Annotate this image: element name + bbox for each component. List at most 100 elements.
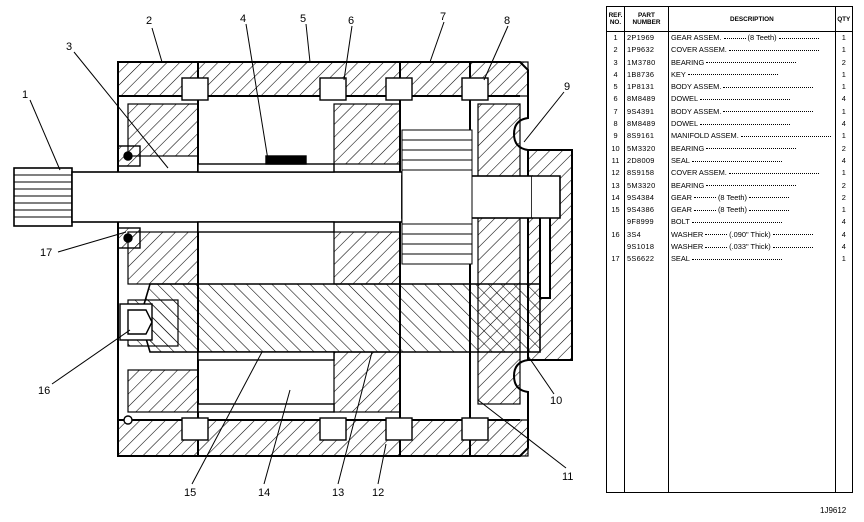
cell-qty: 4 [834, 93, 853, 106]
cell-qty: 4 [834, 118, 853, 131]
header-description: DESCRIPTION [668, 6, 836, 32]
description-text: COVER ASSEM. [671, 168, 727, 178]
description-text: GEAR [671, 205, 692, 215]
cell-qty: 2 [834, 179, 853, 192]
callout-17: 17 [40, 247, 52, 259]
description-note: (8 Teeth) [717, 205, 747, 215]
cell-part-number: 8M8489 [624, 93, 669, 106]
leader-lines [29, 21, 567, 485]
drive-shaft [13, 167, 561, 227]
cell-ref-no: 16 [606, 228, 625, 242]
table-header-row: REF. NO. PART NUMBER DESCRIPTION QTY [606, 6, 853, 32]
description-text: BODY ASSEM. [671, 82, 722, 92]
callout-10: 10 [550, 395, 562, 407]
callout-9: 9 [564, 81, 570, 93]
dowels [181, 77, 489, 441]
cell-ref-no: 10 [606, 142, 625, 155]
callout-3: 3 [66, 41, 72, 53]
cell-qty: 2 [834, 142, 853, 155]
description-text: WASHER [671, 242, 704, 252]
cell-ref-no [606, 216, 625, 229]
empty-cell [624, 265, 669, 493]
cell-ref-no: 6 [606, 93, 625, 106]
cell-qty: 1 [834, 253, 853, 266]
cell-ref-no: 7 [606, 105, 625, 119]
cell-part-number: 1M3780 [624, 56, 669, 69]
description-text: BODY ASSEM. [671, 106, 722, 116]
cell-description: WASHER (.033" Thick) [668, 241, 836, 254]
callout-labels: 1 2 3 4 5 6 7 8 9 10 11 12 13 14 15 16 1… [22, 11, 573, 499]
cell-qty: 1 [834, 44, 853, 57]
callout-13: 13 [332, 487, 344, 499]
cell-qty: 4 [834, 241, 853, 254]
callout-7: 7 [440, 11, 446, 23]
cell-part-number: 5S6622 [624, 253, 669, 266]
cell-qty: 4 [834, 228, 853, 242]
description-text: SEAL [671, 155, 690, 165]
header-ref-no: REF. NO. [606, 6, 625, 32]
cell-part-number: 9S4386 [624, 204, 669, 217]
table-filler-row [606, 265, 853, 493]
empty-cell [834, 265, 853, 493]
description-text: BEARING [671, 57, 705, 67]
description-note: (8 Teeth) [747, 33, 777, 42]
gear-bodies [197, 155, 335, 413]
cell-description: BODY ASSEM. [668, 81, 836, 94]
callout-4: 4 [240, 13, 246, 25]
description-text: BEARING [671, 180, 705, 190]
cell-ref-no: 8 [606, 118, 625, 131]
description-text: BEARING [671, 143, 705, 153]
description-text: DOWEL [671, 94, 699, 104]
callout-2: 2 [146, 15, 152, 27]
cell-qty: 1 [834, 167, 853, 180]
cell-description: WASHER(.090" Thick) [668, 228, 836, 242]
description-note: (.033" Thick) [729, 242, 771, 252]
description-text: MANIFOLD ASSEM. [671, 131, 739, 141]
cell-ref-no: 9 [606, 130, 625, 143]
cell-description: GEAR (8 Teeth) [668, 204, 836, 217]
cell-part-number: 2D8009 [624, 154, 669, 168]
pump-cross-section-drawing: 1 2 3 4 5 6 7 8 9 10 11 12 13 14 15 16 1… [13, 11, 573, 499]
callout-5: 5 [300, 13, 306, 25]
cell-part-number: 3S4 [624, 228, 669, 242]
cell-ref-no: 14 [606, 191, 625, 205]
callout-11: 11 [562, 471, 573, 483]
cell-ref-no: 5 [606, 81, 625, 94]
cell-part-number: 9F8999 [624, 216, 669, 229]
callout-16: 16 [38, 385, 50, 397]
callout-14: 14 [258, 487, 270, 499]
cell-ref-no: 12 [606, 167, 625, 180]
cell-part-number: 5M3320 [624, 142, 669, 155]
cell-description: BOLT [668, 216, 836, 229]
header-part-number: PART NUMBER [624, 6, 669, 32]
cell-description: BEARING [668, 179, 836, 192]
cell-part-number: 9S4391 [624, 105, 669, 119]
cell-ref-no: 11 [606, 154, 625, 168]
cell-qty: 1 [834, 204, 853, 217]
cell-part-number: 5M3320 [624, 179, 669, 192]
cell-ref-no: 15 [606, 204, 625, 217]
cell-description: COVER ASSEM. [668, 44, 836, 57]
drive-gear [401, 129, 473, 265]
cell-description: BEARING [668, 142, 836, 155]
header-qty: QTY [834, 6, 853, 32]
idler-shaft [139, 283, 541, 353]
callout-1: 1 [22, 89, 28, 101]
description-text: GEAR ASSEM. [671, 33, 722, 42]
cell-ref-no: 13 [606, 179, 625, 192]
callout-15: 15 [184, 487, 196, 499]
